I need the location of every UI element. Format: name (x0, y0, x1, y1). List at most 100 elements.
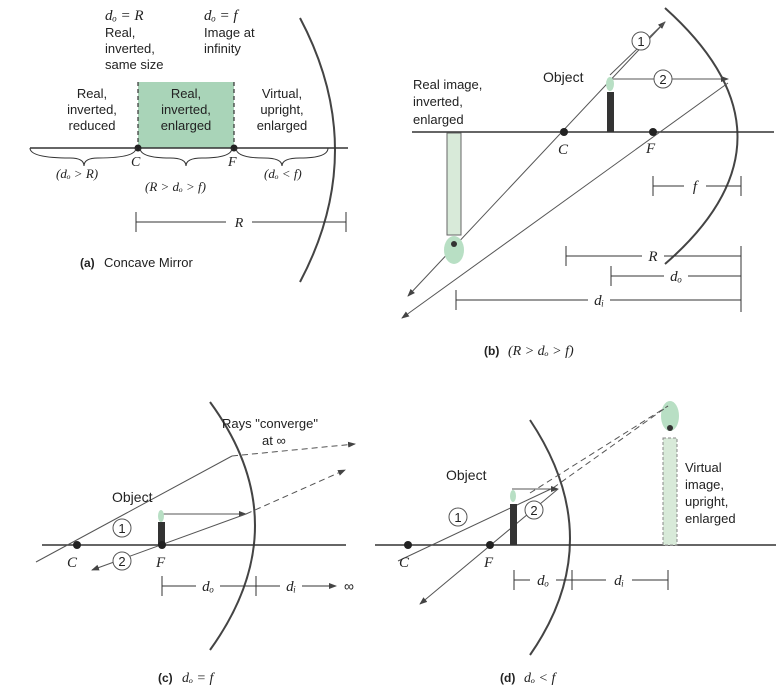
image-candle-b (446, 132, 462, 236)
ray1-marker-d (448, 507, 468, 527)
virtual-label-2: image, (685, 477, 724, 492)
label-r-b: R (647, 249, 657, 265)
caption-b-text: (R > dₒ > f) (508, 344, 574, 359)
label-c-a: C (131, 155, 141, 170)
caption-b-letter: (b) (484, 344, 499, 358)
label-do-d: dₒ (537, 573, 549, 589)
ray2-marker-b (653, 69, 673, 89)
label-f-a: F (227, 155, 237, 170)
ray1-number-d: 1 (454, 510, 461, 525)
label-f-dim-b: f (693, 179, 699, 195)
object-candle-b (607, 92, 614, 132)
concave-mirror-a (299, 17, 336, 283)
panel-c: 1 2 Rays "converge" at ∞ Object C F dₒ d… (35, 401, 356, 686)
concave-mirror-b (664, 7, 739, 265)
ray1-marker-b (631, 31, 651, 51)
object-label-b: Object (543, 69, 584, 85)
enlarged-region-highlight (138, 82, 234, 148)
label-di-d: dᵢ (614, 573, 624, 589)
panel-a: dₒ = R Real, inverted, same size dₒ = f … (29, 8, 348, 283)
image-label-b-1: Real image, (413, 77, 482, 92)
label-do-equals-r: dₒ = R (105, 8, 144, 24)
label-infinity-c: ∞ (344, 578, 354, 594)
ray1-dashed-c (231, 441, 356, 457)
label-image-at: Image at (204, 25, 255, 40)
region2-line1: Real, (171, 86, 201, 101)
virtual-label-4: enlarged (685, 511, 736, 526)
label-di-b: dᵢ (594, 293, 604, 309)
concave-mirror-c (209, 401, 256, 651)
caption-a-letter: (a) (80, 256, 95, 270)
image-flame-b (444, 236, 464, 264)
object-label-d: Object (446, 467, 487, 483)
label-c-c: C (67, 555, 78, 571)
object-candle-d (510, 504, 517, 545)
label-do-b: dₒ (670, 269, 682, 285)
virtual-label-1: Virtual (685, 460, 722, 475)
virtual-image-wick-d (667, 425, 673, 431)
ray2-number-d: 2 (530, 503, 537, 518)
caption-d-letter: (d) (500, 671, 515, 685)
panel-d: 1 2 Object C F dₒ dᵢ Virtual image, upri… (375, 401, 776, 686)
region3-line1: Virtual, (262, 86, 302, 101)
region2-line3: enlarged (161, 118, 212, 133)
point-c-b (560, 128, 568, 136)
concave-mirror-d (529, 419, 571, 656)
virtual-image-flame-d (661, 401, 679, 431)
ray2-number-c: 2 (118, 554, 125, 569)
label-real: Real, (105, 25, 135, 40)
cond-do-gt-r: (dₒ > R) (56, 166, 98, 181)
region2-line2: inverted, (161, 102, 211, 117)
label-f-b: F (645, 141, 656, 157)
ray1-number-c: 1 (118, 521, 125, 536)
ray1-line-c (35, 455, 233, 563)
region3-line2: upright, (260, 102, 303, 117)
virtual-image-candle-d (662, 437, 678, 546)
label-inverted: inverted, (105, 41, 155, 56)
ray2-dashed-c (245, 469, 346, 515)
region1-line2: inverted, (67, 102, 117, 117)
rays-at-infinity-label: at ∞ (262, 433, 286, 448)
label-c-b: C (558, 142, 569, 158)
brace-r-gt-do-gt-f (139, 147, 233, 167)
caption-c-text: dₒ = f (182, 671, 215, 686)
cond-do-lt-f: (dₒ < f) (264, 166, 302, 181)
label-f-d: F (483, 555, 494, 571)
point-f-c (158, 541, 166, 549)
ray1-dashed-d (552, 405, 669, 489)
caption-c-letter: (c) (158, 671, 173, 685)
image-wick-b (451, 241, 457, 247)
object-flame-b (606, 77, 614, 91)
ray2-marker-d (524, 500, 544, 520)
caption-d-text: dₒ < f (524, 671, 557, 686)
rays-converge-label: Rays "converge" (222, 416, 318, 431)
ray2-marker-c (112, 551, 132, 571)
image-label-b-2: inverted, (413, 94, 463, 109)
panel-b: 1 2 Object Real image, inverted, enlarge… (401, 7, 774, 359)
region1-line1: Real, (77, 86, 107, 101)
point-f-b (649, 128, 657, 136)
label-same-size: same size (105, 57, 164, 72)
ray2-reflected-b (401, 82, 729, 319)
label-infinity: infinity (204, 41, 241, 56)
object-flame-c (158, 510, 164, 522)
label-f-c: F (155, 555, 166, 571)
region1-line3: reduced (69, 118, 116, 133)
image-label-b-3: enlarged (413, 112, 464, 127)
point-f-d (486, 541, 494, 549)
label-do-equals-f: dₒ = f (204, 8, 239, 24)
cond-r-gt-do-gt-f: (R > dₒ > f) (145, 179, 206, 194)
ray1-marker-c (112, 518, 132, 538)
brace-do-lt-f (235, 147, 329, 167)
ray2-dashed-d (529, 405, 669, 494)
point-c-c (73, 541, 81, 549)
caption-a-text: Concave Mirror (104, 255, 194, 270)
brace-do-gt-r (29, 147, 137, 167)
ray1-line-d (397, 487, 554, 562)
label-c-d: C (399, 555, 410, 571)
label-di-c: dᵢ (286, 579, 296, 595)
label-r-a: R (234, 216, 244, 231)
object-candle-c (158, 522, 165, 545)
ray1-number-b: 1 (637, 34, 644, 49)
